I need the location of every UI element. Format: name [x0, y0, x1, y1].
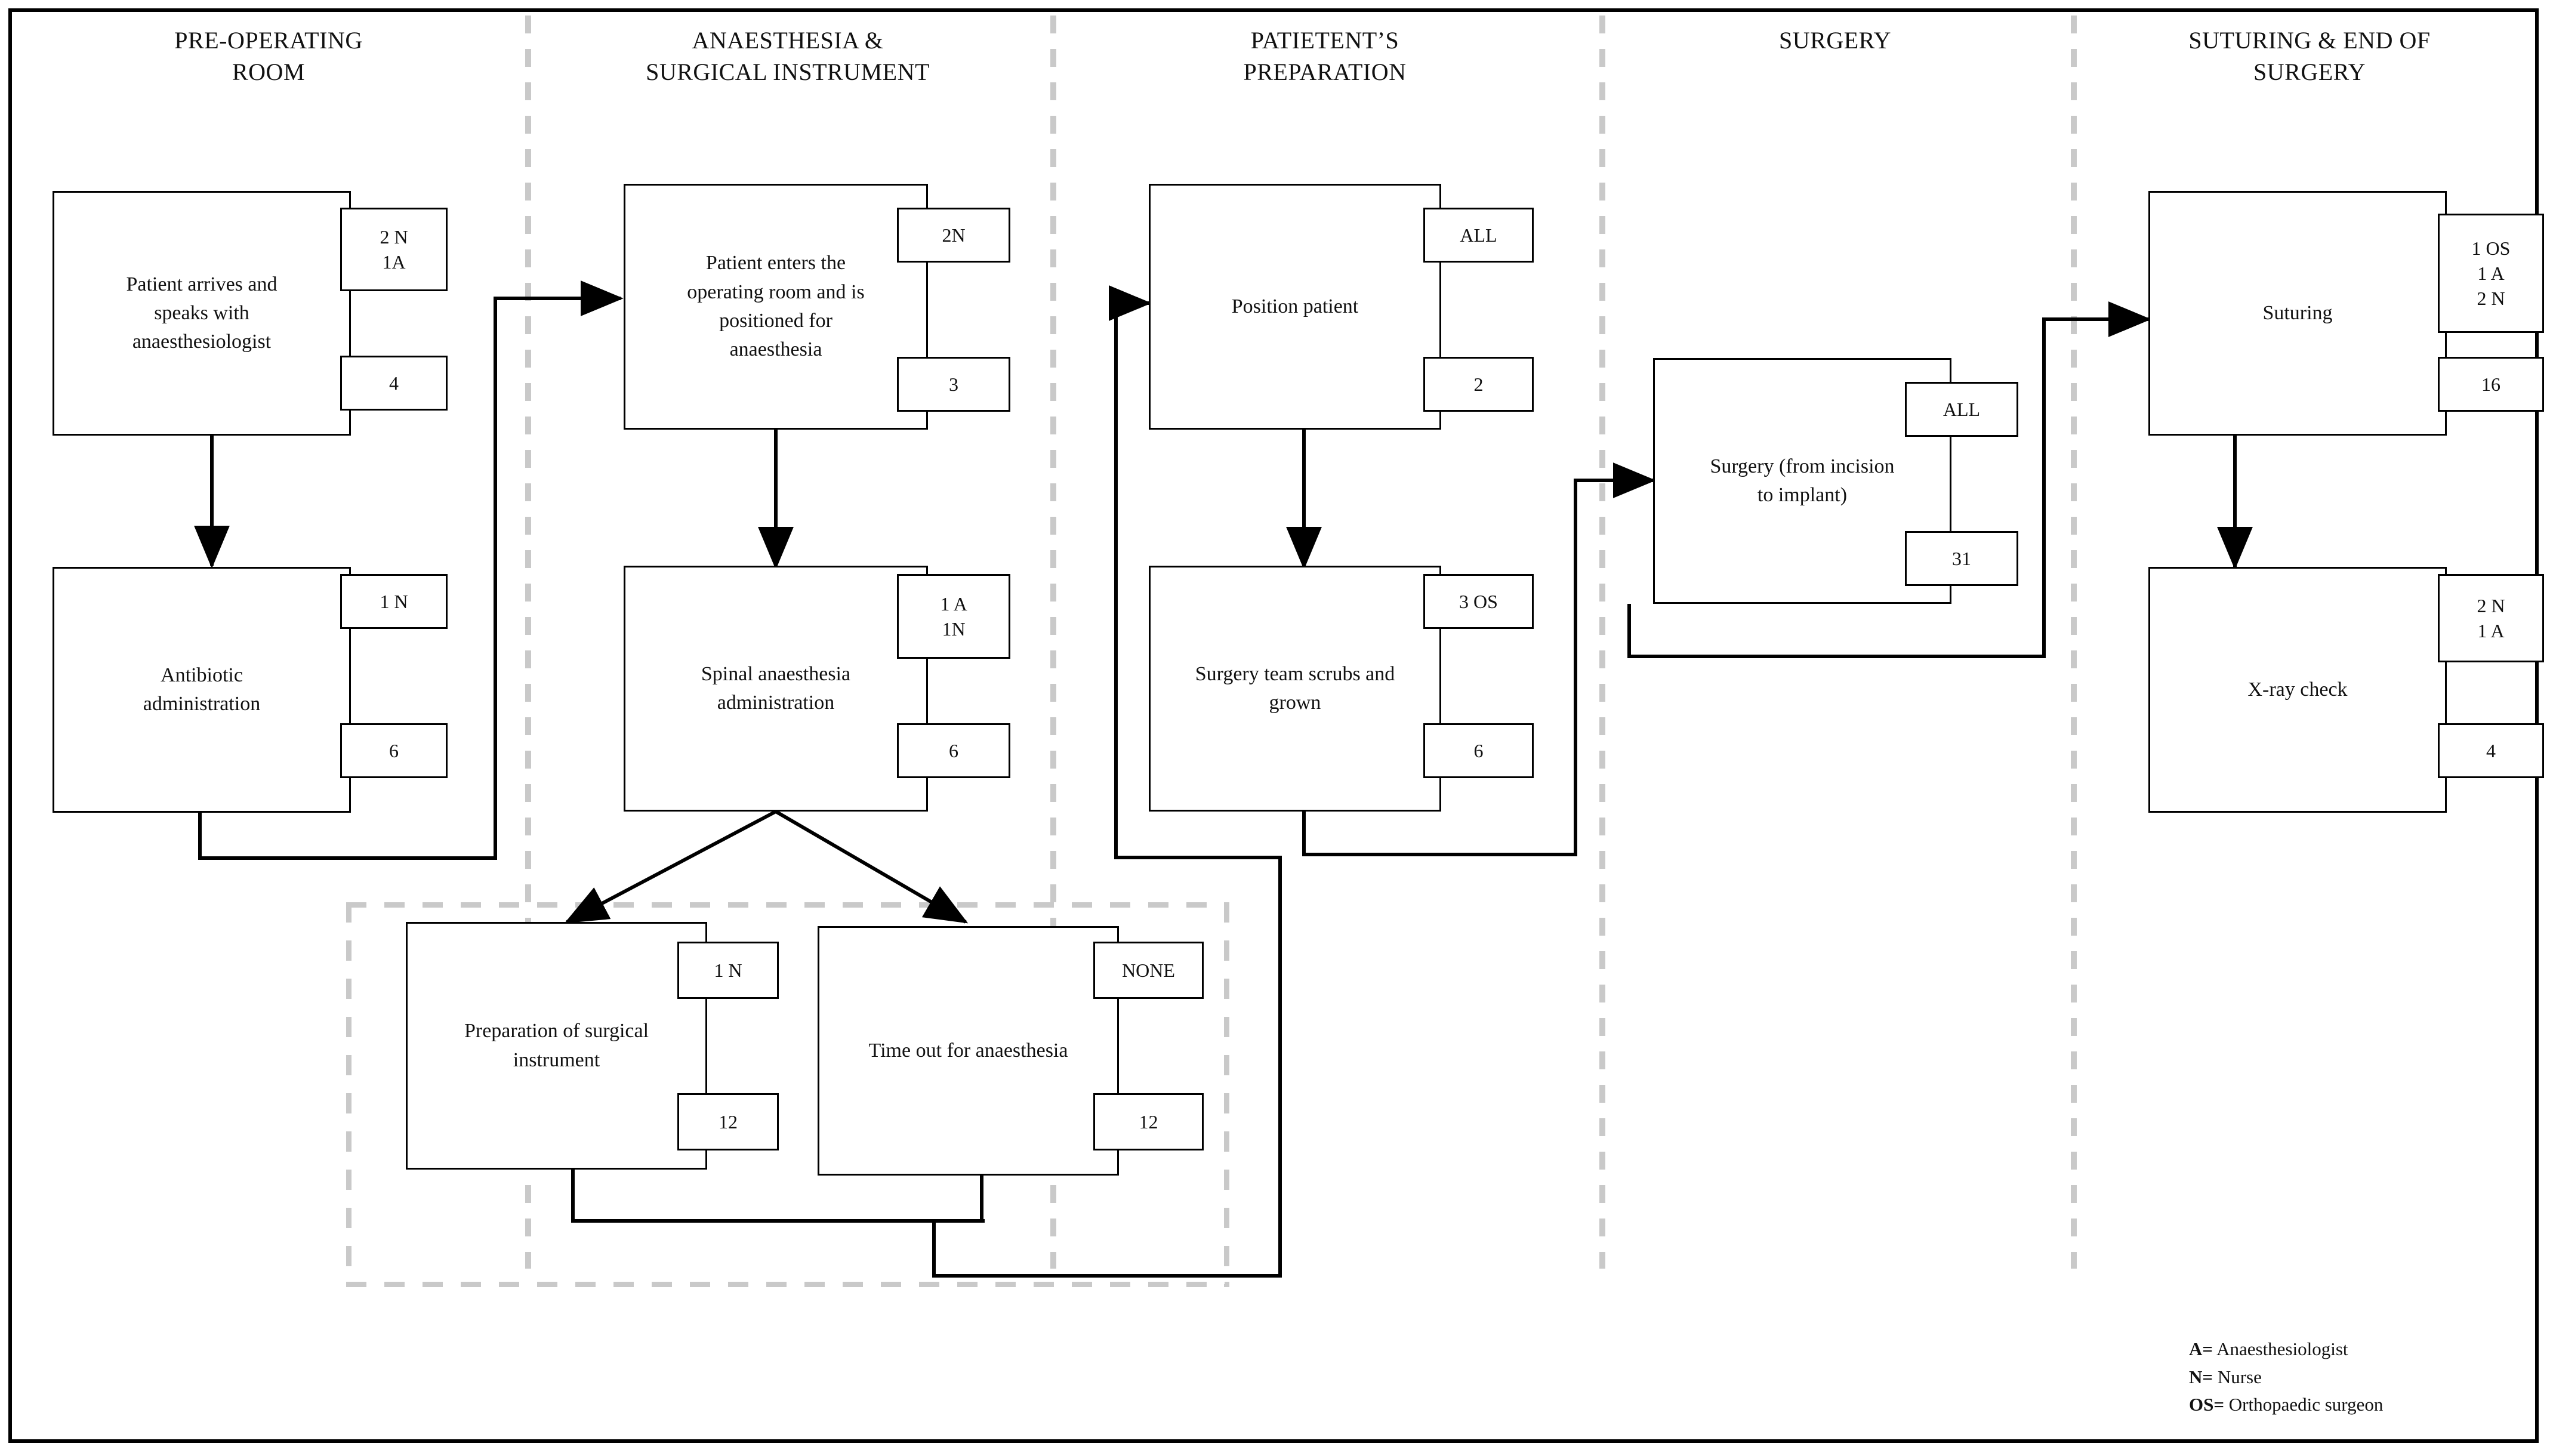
legend-value: Nurse: [2213, 1366, 2262, 1387]
badge-staff-surgery-incision-implant[interactable]: ALL: [1905, 382, 2018, 437]
lane-title-anaesthesia-surgical-instrument: ANAESTHESIA &SURGICAL INSTRUMENT: [646, 27, 930, 85]
badge-duration-time-out-anaesthesia[interactable]: 12: [1093, 1093, 1204, 1150]
badge-text: 6: [949, 739, 958, 761]
badge-text: 6: [1473, 739, 1484, 761]
badge-text: 2: [1473, 373, 1484, 395]
legend-key: N=: [2189, 1366, 2213, 1387]
node-time-out-anaesthesia[interactable]: Time out for anaesthesia: [818, 926, 1119, 1176]
badge-text: 3: [949, 373, 958, 395]
badge-staff-antibiotic-administration[interactable]: 1 N: [340, 574, 448, 629]
legend-key: OS=: [2189, 1394, 2225, 1415]
node-label: Time out for anaesthesia: [868, 1039, 1068, 1062]
badge-text: 16: [2481, 373, 2500, 395]
badge-text: 12: [1139, 1110, 1158, 1133]
legend-row-nurse: N= Nurse: [2189, 1364, 2383, 1392]
lane-divider-2: [1050, 16, 1056, 1269]
badge-text: 3 OS: [1459, 590, 1498, 612]
legend-value: Orthopaedic surgeon: [2224, 1394, 2384, 1415]
badge-text: NONE: [1122, 959, 1175, 981]
lane-divider-1: [525, 16, 531, 1269]
connector-surgery-to-suturing: [1627, 301, 2151, 658]
badge-duration-xray-check[interactable]: 4: [2438, 723, 2544, 778]
legend-value: Anaesthesiologist: [2213, 1338, 2348, 1359]
badge-duration-preparation-surgical-instrument[interactable]: 12: [677, 1093, 779, 1150]
badge-duration-spinal-anaesthesia[interactable]: 6: [897, 723, 1010, 778]
connector-antibiotic-to-enters-or: [198, 280, 624, 860]
badge-staff-surgery-team-scrubs[interactable]: 3 OS: [1423, 574, 1534, 629]
badge-duration-suturing[interactable]: 16: [2438, 357, 2544, 412]
badge-text: ALL: [1460, 224, 1497, 246]
node-label: Suturing: [2262, 301, 2333, 324]
lane-divider-4: [2071, 16, 2077, 1269]
badge-staff-patient-enters-or[interactable]: 2N: [897, 208, 1010, 263]
badge-text: 12: [719, 1110, 738, 1133]
connector-merge-to-position-patient: [932, 285, 1282, 1278]
connector-spinal-to-instrument-prep: [564, 810, 777, 924]
badge-duration-position-patient[interactable]: 2: [1423, 357, 1534, 412]
badge-duration-surgery-incision-implant[interactable]: 31: [1905, 531, 2018, 586]
badge-staff-position-patient[interactable]: ALL: [1423, 208, 1534, 263]
badge-duration-patient-enters-or[interactable]: 3: [897, 357, 1010, 412]
node-label: Position patient: [1231, 295, 1359, 317]
connector-spinal-to-timeout: [775, 810, 969, 924]
badge-duration-surgery-team-scrubs[interactable]: 6: [1423, 723, 1534, 778]
badge-text: 1 N: [380, 590, 408, 612]
badge-staff-time-out-anaesthesia[interactable]: NONE: [1093, 942, 1204, 999]
legend: A= Anaesthesiologist N= Nurse OS= Orthop…: [2189, 1335, 2383, 1419]
badge-text: 4: [2486, 739, 2496, 761]
badge-text: 6: [389, 739, 399, 761]
node-label: X-ray check: [2247, 678, 2348, 701]
badge-duration-patient-arrives[interactable]: 4: [340, 356, 448, 411]
connector-scrubs-to-surgery: [1302, 462, 1656, 856]
connector-instrument-prep-to-merge: [571, 1170, 985, 1223]
legend-row-orthopaedic-surgeon: OS= Orthopaedic surgeon: [2189, 1391, 2383, 1419]
lane-divider-3: [1599, 16, 1605, 1269]
lane-title-surgery: SURGERY: [1779, 27, 1891, 54]
badge-text: 31: [1952, 547, 1971, 569]
badge-text: 4: [389, 372, 399, 394]
badge-text: ALL: [1942, 398, 1981, 420]
node-position-patient[interactable]: Position patient: [1149, 184, 1441, 430]
badge-text: 2N: [942, 224, 966, 246]
node-suturing[interactable]: Suturing: [2148, 191, 2447, 436]
badge-staff-preparation-surgical-instrument[interactable]: 1 N: [677, 942, 779, 999]
node-xray-check[interactable]: X-ray check: [2148, 567, 2447, 813]
legend-key: A=: [2189, 1338, 2213, 1359]
badge-duration-antibiotic-administration[interactable]: 6: [340, 723, 448, 778]
badge-text: 1 N: [714, 959, 742, 981]
legend-row-anaesthesiologist: A= Anaesthesiologist: [2189, 1335, 2383, 1364]
